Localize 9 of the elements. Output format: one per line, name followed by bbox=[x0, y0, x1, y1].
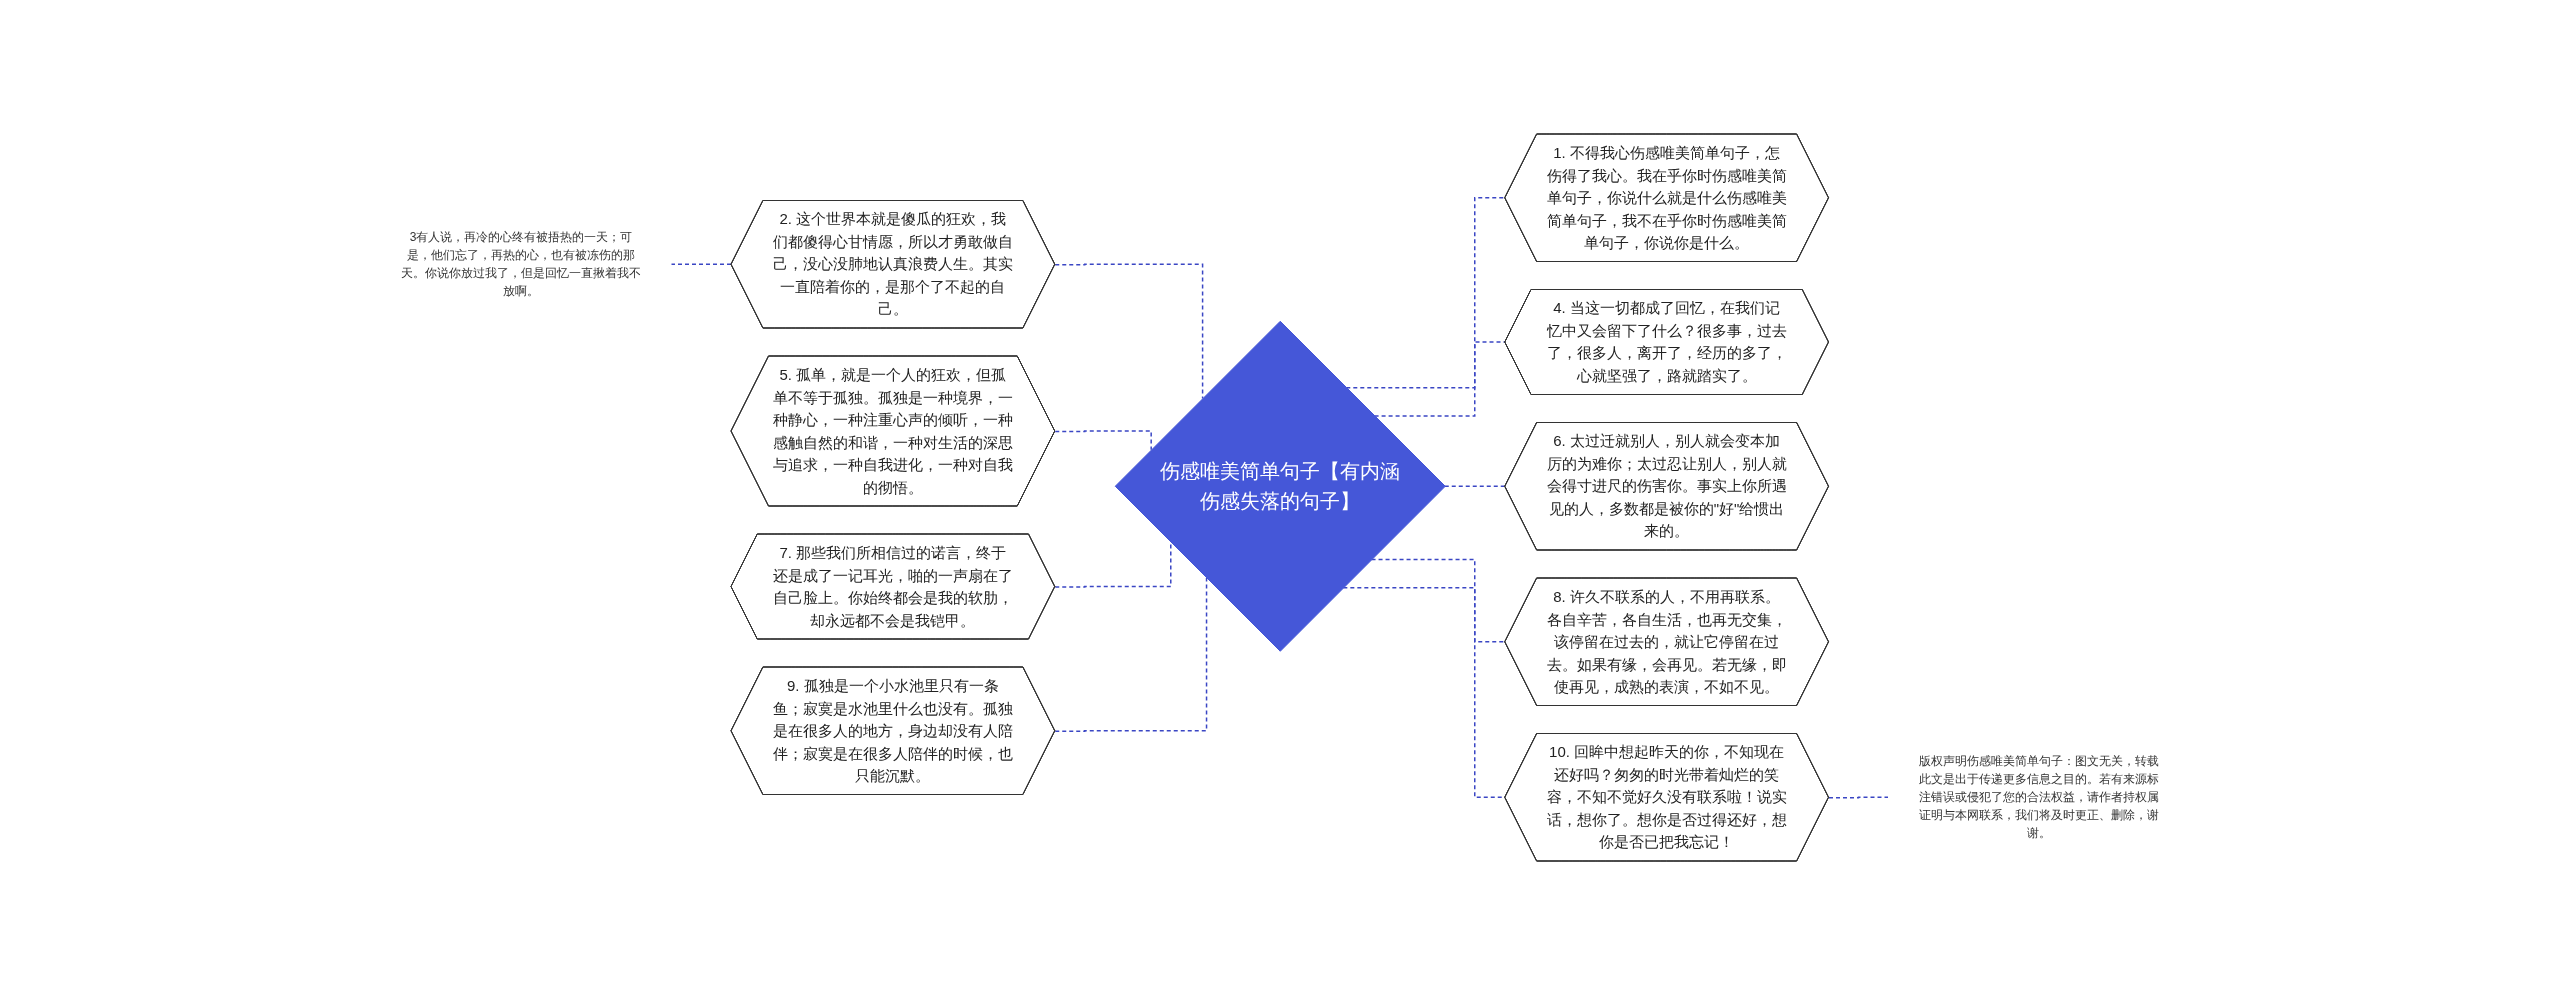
connector bbox=[1054, 263, 1204, 400]
node-text: 3有人说，再冷的心终有被捂热的一天；可是，他们忘了，再热的心，也有被冻伤的那天。你说你放过我了，但是回忆一直揪着我不放啊。 bbox=[401, 230, 642, 299]
node-text: 版权声明伤感唯美简单句子：图文无关，转载此文是出于传递更多信息之目的。若有来源标注错误或侵犯了您的合法权益，请作者持权属证明与本网联系，我们将及时更正、删除，谢谢。 bbox=[1918, 754, 2159, 841]
connector bbox=[1828, 796, 1890, 799]
connector bbox=[1054, 430, 1153, 451]
node-diamond: 伤感唯美简单句子【有内涵伤感失落的句子】 bbox=[1115, 320, 1446, 652]
connector bbox=[670, 263, 733, 266]
connector bbox=[1444, 485, 1507, 488]
connector bbox=[1054, 577, 1208, 732]
